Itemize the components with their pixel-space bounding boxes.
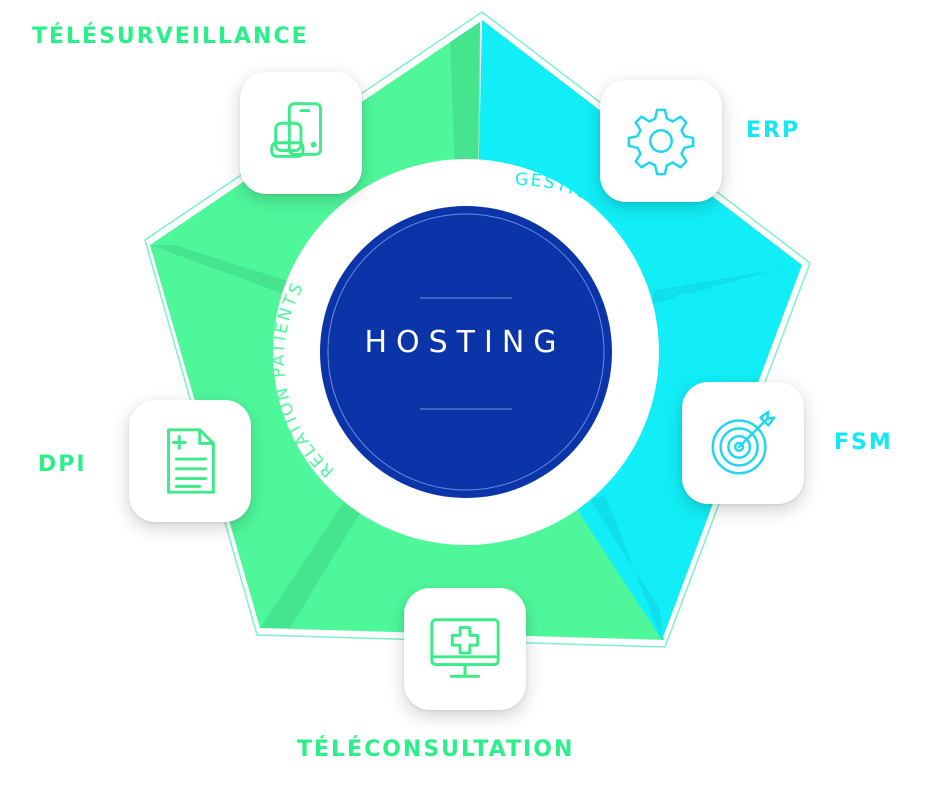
target-icon: [711, 410, 776, 475]
facet-bottomright-cyan: [590, 495, 662, 640]
card-telesurveillance[interactable]: [240, 72, 362, 194]
hosting-title: HOSTING: [364, 325, 566, 360]
facet-top-green: [450, 22, 480, 175]
label-telesurveillance: TÉLÉSURVEILLANCE: [32, 24, 309, 49]
card-fsm[interactable]: [682, 382, 804, 504]
card-erp[interactable]: [600, 80, 722, 202]
label-erp: ERP: [746, 118, 801, 143]
hosting-circle: [320, 206, 612, 498]
medical-monitor-icon: [430, 618, 500, 678]
card-dpi[interactable]: [129, 400, 251, 522]
card-teleconsultation[interactable]: [404, 588, 526, 710]
medical-document-icon: [167, 428, 215, 494]
gear-icon: [627, 108, 695, 176]
label-fsm: FSM: [834, 430, 893, 455]
hosting-inner-ring: [327, 213, 605, 491]
label-dpi: DPI: [38, 452, 87, 477]
facet-left-green: [150, 245, 300, 300]
facet-bottomleft-green: [260, 500, 365, 628]
label-teleconsultation: TÉLÉCONSULTATION: [297, 737, 575, 762]
devices-icon: [270, 102, 322, 158]
